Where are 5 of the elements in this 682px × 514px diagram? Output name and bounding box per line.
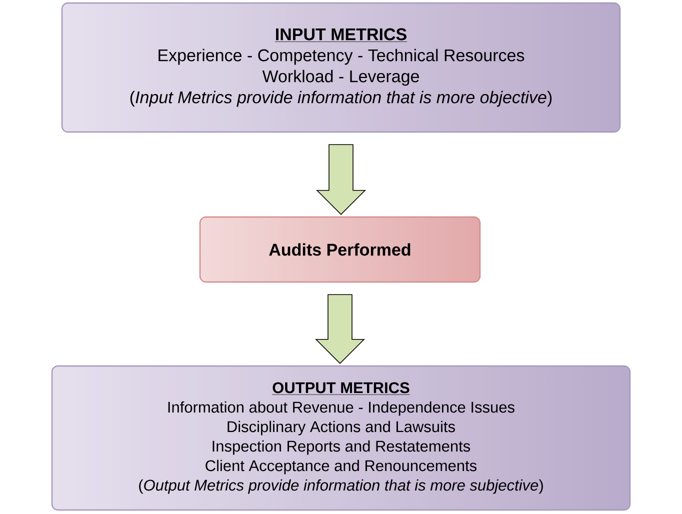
metrics-box: Audits Performed xyxy=(199,216,481,283)
metrics-box: OUTPUT METRICS Information about Revenue - Independence Issues Disciplinary Actions and Lawsuits Inspection Reports and Restatements Client Acceptance and Renouncements (Output Metrics provide information that is more subjective) xyxy=(51,365,631,511)
block-arrow xyxy=(315,294,365,364)
block-arrow xyxy=(316,144,366,215)
metrics-box: INPUT METRICS Experience - Competency - Technical Resources Workload - Leverage (Input Metrics provide information that is more objective) xyxy=(61,2,621,133)
